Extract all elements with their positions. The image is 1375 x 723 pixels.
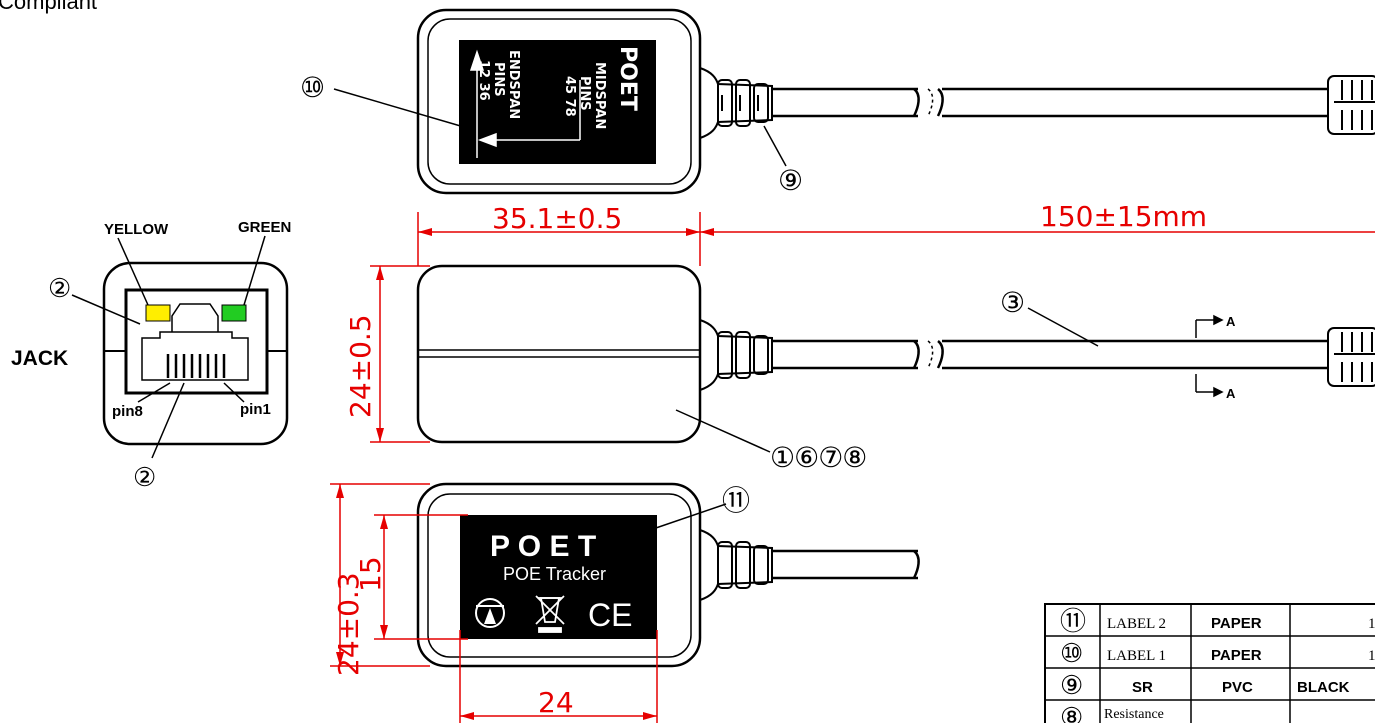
weee-bin-icon xyxy=(535,595,565,633)
bom-no: ⑩ xyxy=(1060,639,1083,668)
table-row: ⑧ Resistance xyxy=(1060,703,1164,723)
compliant-text: Compliant xyxy=(0,0,97,14)
callout-10: ⑩ xyxy=(300,73,325,104)
label-1-endspan: ENDSPAN xyxy=(506,50,521,119)
bom-material: PAPER xyxy=(1211,615,1262,632)
jack-led-yellow xyxy=(145,304,171,322)
bottom-body-outer xyxy=(416,482,702,668)
callout-9-leader xyxy=(763,125,787,167)
table-row: ⑨ SR PVC BLACK xyxy=(1060,671,1350,700)
bom-material: PVC xyxy=(1222,679,1253,696)
dim-bottom-width-text: 24 xyxy=(538,686,574,719)
top-strain-relief xyxy=(699,67,773,139)
label-1-title: POET xyxy=(615,46,640,111)
callout-9: ⑨ xyxy=(778,166,803,197)
jack-yellow-label: YELLOW xyxy=(104,221,169,238)
callout-2-bottom: ② xyxy=(133,463,156,492)
label-2-title: P O E T xyxy=(490,530,596,563)
callout-11: ⑪ xyxy=(722,485,750,517)
side-view: 35.1±0.5 150±15mm 24±0.5 xyxy=(344,200,1375,474)
bottom-cable xyxy=(772,549,920,580)
callout-2-top: ② xyxy=(48,274,71,303)
dim-label-height-text: 15 xyxy=(354,556,387,592)
bom-no: ⑧ xyxy=(1060,703,1083,723)
jack-housing xyxy=(102,261,289,446)
label-1-pins-midspan: 45 78 xyxy=(562,76,577,117)
label-1-pins-b: PINS xyxy=(491,62,506,97)
dim-width-text: 35.1±0.5 xyxy=(492,202,622,235)
bom-part: Resistance xyxy=(1104,707,1164,722)
bom-part: LABEL 2 xyxy=(1107,616,1166,632)
callout-parts: ①⑥⑦⑧ xyxy=(770,443,866,474)
dim-height-text: 24±0.5 xyxy=(344,314,377,418)
top-view-body-inner xyxy=(427,18,692,185)
callout-3: ③ xyxy=(1000,288,1025,319)
side-body xyxy=(416,264,702,444)
bom-qty: 1 xyxy=(1368,648,1375,664)
label-2-subtitle: POE Tracker xyxy=(503,564,606,584)
table-row: ⑪ LABEL 2 PAPER 1 xyxy=(1060,607,1375,636)
jack-contact-pins xyxy=(166,354,226,378)
side-cable xyxy=(772,339,1328,370)
bom-part: LABEL 1 xyxy=(1107,648,1166,664)
top-view-body-outer xyxy=(416,8,702,195)
bottom-body-inner xyxy=(427,493,692,658)
ce-mark: CE xyxy=(588,597,632,633)
bom-color: BLACK xyxy=(1297,679,1350,696)
top-view: POET MIDSPAN PINS 45 78 ENDSPAN PINS 12 … xyxy=(300,8,1375,197)
side-strain-relief xyxy=(699,319,773,391)
jack-pin8-label: pin8 xyxy=(112,403,143,420)
section-a-marker xyxy=(1195,314,1224,398)
top-cable xyxy=(772,87,1328,118)
jack-title: JACK xyxy=(11,347,68,370)
bom-table: ⑪ LABEL 2 PAPER 1 ⑩ LABEL 1 PAPER 1 ⑨ SR… xyxy=(1044,603,1375,723)
label-1-arrow-left-icon xyxy=(477,80,581,148)
dim-length-text: 150±15mm xyxy=(1040,200,1207,233)
earth-ground-icon xyxy=(475,598,505,628)
bottom-strain-relief xyxy=(699,529,773,601)
bom-part: SR xyxy=(1132,679,1153,696)
label-1-arrow-up-icon xyxy=(469,49,485,158)
dim-bottom-height-text: 24±0.3 xyxy=(332,572,365,676)
bom-no: ⑪ xyxy=(1060,607,1086,636)
jack-latch xyxy=(171,303,219,332)
top-plug xyxy=(1327,75,1375,135)
bom-qty: 1 xyxy=(1368,616,1375,632)
label-1-midspan: MIDSPAN xyxy=(592,62,607,129)
callout-10-leader xyxy=(333,88,465,128)
jack-led-green xyxy=(221,304,247,322)
bom-material: PAPER xyxy=(1211,647,1262,664)
bottom-view: P O E T POE Tracker CE xyxy=(330,482,920,723)
jack-pin1-label: pin1 xyxy=(240,401,271,418)
bom-no: ⑨ xyxy=(1060,671,1083,700)
jack-green-label: GREEN xyxy=(238,219,291,236)
table-row: ⑩ LABEL 1 PAPER 1 xyxy=(1060,639,1375,668)
section-a-bottom: A xyxy=(1226,386,1236,401)
jack-port-inner xyxy=(141,331,249,381)
jack-view: YELLOW GREEN JACK pin8 pin1 ② ② xyxy=(11,219,291,492)
side-plug xyxy=(1327,327,1375,387)
section-a-top: A xyxy=(1226,314,1236,329)
